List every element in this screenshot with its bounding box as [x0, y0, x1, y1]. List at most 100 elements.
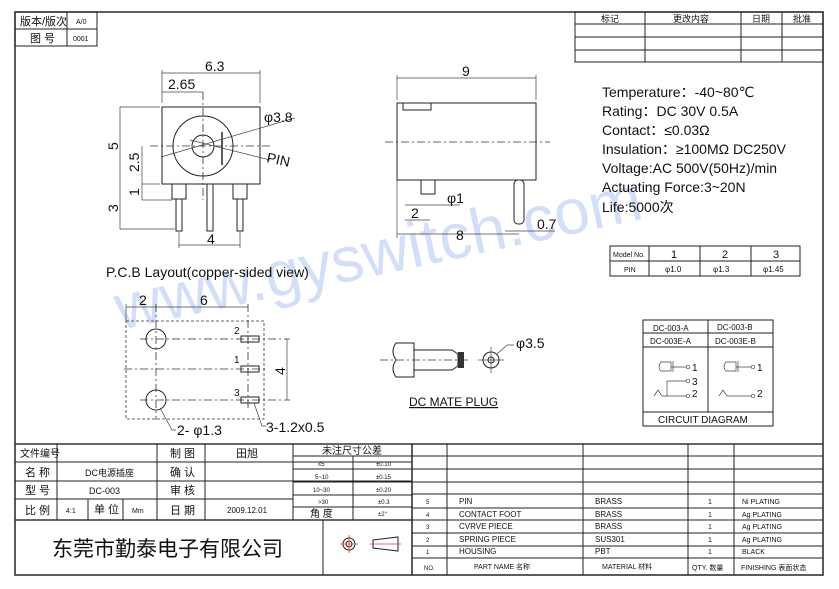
tb-label: 确 认 — [170, 466, 195, 479]
pin-label: PIN — [265, 149, 291, 170]
revision-table: 标记 更改内容 日期 批准 — [574, 11, 824, 63]
parts-header-no: NO. — [424, 566, 435, 572]
tol-range: 10~30 — [313, 488, 331, 494]
drawing-frame — [14, 11, 824, 576]
circuit-model: DC-003E-A — [650, 337, 692, 346]
rev-header: 批准 — [793, 13, 811, 24]
side-view: 9 φ1 2 8 0.7 — [385, 63, 557, 243]
terminal-label: 1 — [692, 363, 698, 374]
rev-header: 更改内容 — [673, 13, 709, 24]
pcb-pin-label: 3 — [234, 388, 240, 399]
parts-cell-finish: Ag PLATING — [742, 524, 782, 531]
tb-value: 田旭 — [236, 446, 258, 460]
pcb-dim-c: 4 — [272, 367, 288, 375]
tb-label: 审 核 — [170, 483, 195, 497]
model-table: Model No. 1 2 3 PIN φ1.0 φ1.3 φ1.45 — [609, 245, 801, 277]
model-cell: φ1.3 — [713, 265, 730, 274]
tb-label: 型 号 — [25, 483, 50, 497]
parts-cell-name: SPRING PIECE — [459, 535, 516, 544]
tb-label: 文件编号 — [20, 447, 60, 460]
dc-mate-plug: φ3.5 DC MATE PLUG — [380, 335, 545, 409]
circuit-model: DC-003E-B — [715, 337, 756, 346]
spec-line: Rating：DC 30V 0.5A — [602, 103, 739, 119]
version-label: 版本/版次 — [20, 14, 67, 28]
tb-label: 制 图 — [170, 447, 195, 460]
tol-value: ±2° — [378, 512, 388, 518]
spec-line: Life:5000次 — [602, 199, 674, 215]
parts-cell-name: CVRVE PIECE — [459, 522, 513, 531]
front-view: 6.3 2.65 φ3.8 PIN 5 2.5 1 3 4 — [105, 58, 296, 248]
tol-range: >30 — [318, 500, 329, 506]
spec-line: Voltage:AC 500V(50Hz)/min — [602, 160, 777, 176]
company-name: 东莞市勤泰电子有限公司 — [52, 538, 283, 561]
spec-line: Temperature：-40~80℃ — [602, 84, 754, 100]
model-header: 2 — [722, 249, 728, 261]
model-cell: PIN — [624, 267, 636, 274]
parts-cell-qty: 1 — [708, 524, 712, 531]
specifications: Temperature：-40~80℃ Rating：DC 30V 0.5A C… — [602, 84, 787, 215]
pcb-dim-b: 6 — [200, 292, 208, 308]
dim-pin-span: 8 — [456, 227, 464, 243]
parts-cell-no: 2 — [426, 538, 430, 544]
tol-range: 角 度 — [310, 507, 333, 520]
model-cell: φ1.0 — [665, 265, 682, 274]
parts-cell-qty: 1 — [708, 549, 712, 556]
spec-line: Contact：≤0.03Ω — [602, 122, 710, 138]
unit-label: 单 位 — [94, 502, 119, 516]
parts-cell-name: CONTACT FOOT — [459, 510, 521, 519]
model-header: 1 — [671, 249, 677, 261]
projection-symbol-icon — [340, 535, 401, 553]
parts-header: NO. PART NAME 名称 MATERIAL 材料 QTY. 数量 FIN… — [424, 562, 806, 572]
parts-cell-material: BRASS — [595, 497, 622, 506]
model-header: Model No. — [613, 252, 645, 259]
pcb-pin-label: 2 — [234, 326, 240, 337]
tol-value: ±0.15 — [376, 475, 392, 481]
watermark: www.gyswitch.com — [107, 162, 648, 344]
dim-width: 6.3 — [205, 58, 225, 74]
pcb-dim-a: 2 — [139, 292, 147, 308]
pcb-title: P.C.B Layout(copper-sided view) — [106, 264, 309, 280]
tol-range: ≤5 — [318, 462, 325, 468]
plug-dim: φ3.5 — [516, 335, 545, 351]
drawing-no-value: 0001 — [73, 36, 89, 43]
tol-value: ±0.10 — [376, 462, 392, 468]
terminal-label: 3 — [692, 377, 698, 388]
tol-value: ±0.3 — [378, 500, 390, 506]
parts-header-finish: FINISHING 表面状态 — [741, 563, 806, 572]
parts-cell-qty: 1 — [708, 537, 712, 544]
tb-label: 名 称 — [25, 465, 50, 479]
parts-cell-finish: Ni PLATING — [742, 499, 780, 506]
plug-title: DC MATE PLUG — [409, 395, 498, 409]
tol-value: ±0.20 — [376, 488, 392, 494]
parts-cell-finish: BLACK — [742, 549, 765, 556]
circuit-diagram: DC-003-A DC-003-B DC-003E-A DC-003E-B 1 … — [642, 319, 774, 427]
dim-step: 1 — [126, 188, 142, 196]
dim-center: 2.5 — [126, 152, 142, 172]
dim-offset: 2.65 — [168, 76, 195, 92]
tol-range: 5~10 — [315, 475, 329, 481]
parts-cell-qty: 1 — [708, 499, 712, 506]
scale-value: 4:1 — [66, 508, 76, 515]
parts-cell-material: BRASS — [595, 510, 622, 519]
circuit-model: DC-003-B — [717, 323, 753, 332]
parts-header-material: MATERIAL 材料 — [602, 562, 652, 571]
model-cell: φ1.45 — [763, 265, 784, 274]
date-label: 日 期 — [170, 504, 195, 517]
dim-height: 5 — [105, 142, 121, 150]
dim-length: 9 — [462, 63, 470, 79]
parts-cell-finish: Ag PLATING — [742, 512, 782, 519]
parts-header-qty: QTY. 数量 — [692, 563, 723, 572]
tb-value: DC-003 — [89, 486, 120, 496]
rev-header: 标记 — [601, 13, 619, 24]
dim-pin-dia: φ1 — [447, 190, 464, 206]
parts-cell-no: 3 — [426, 525, 430, 531]
parts-cell-no: 4 — [426, 513, 430, 519]
pad-note: 3-1.2x0.5 — [266, 419, 325, 435]
parts-cell-no: 5 — [426, 500, 430, 506]
header-box: 版本/版次 A/0 图 号 0001 — [14, 11, 98, 47]
dim-pin-pitch: 4 — [207, 231, 215, 247]
